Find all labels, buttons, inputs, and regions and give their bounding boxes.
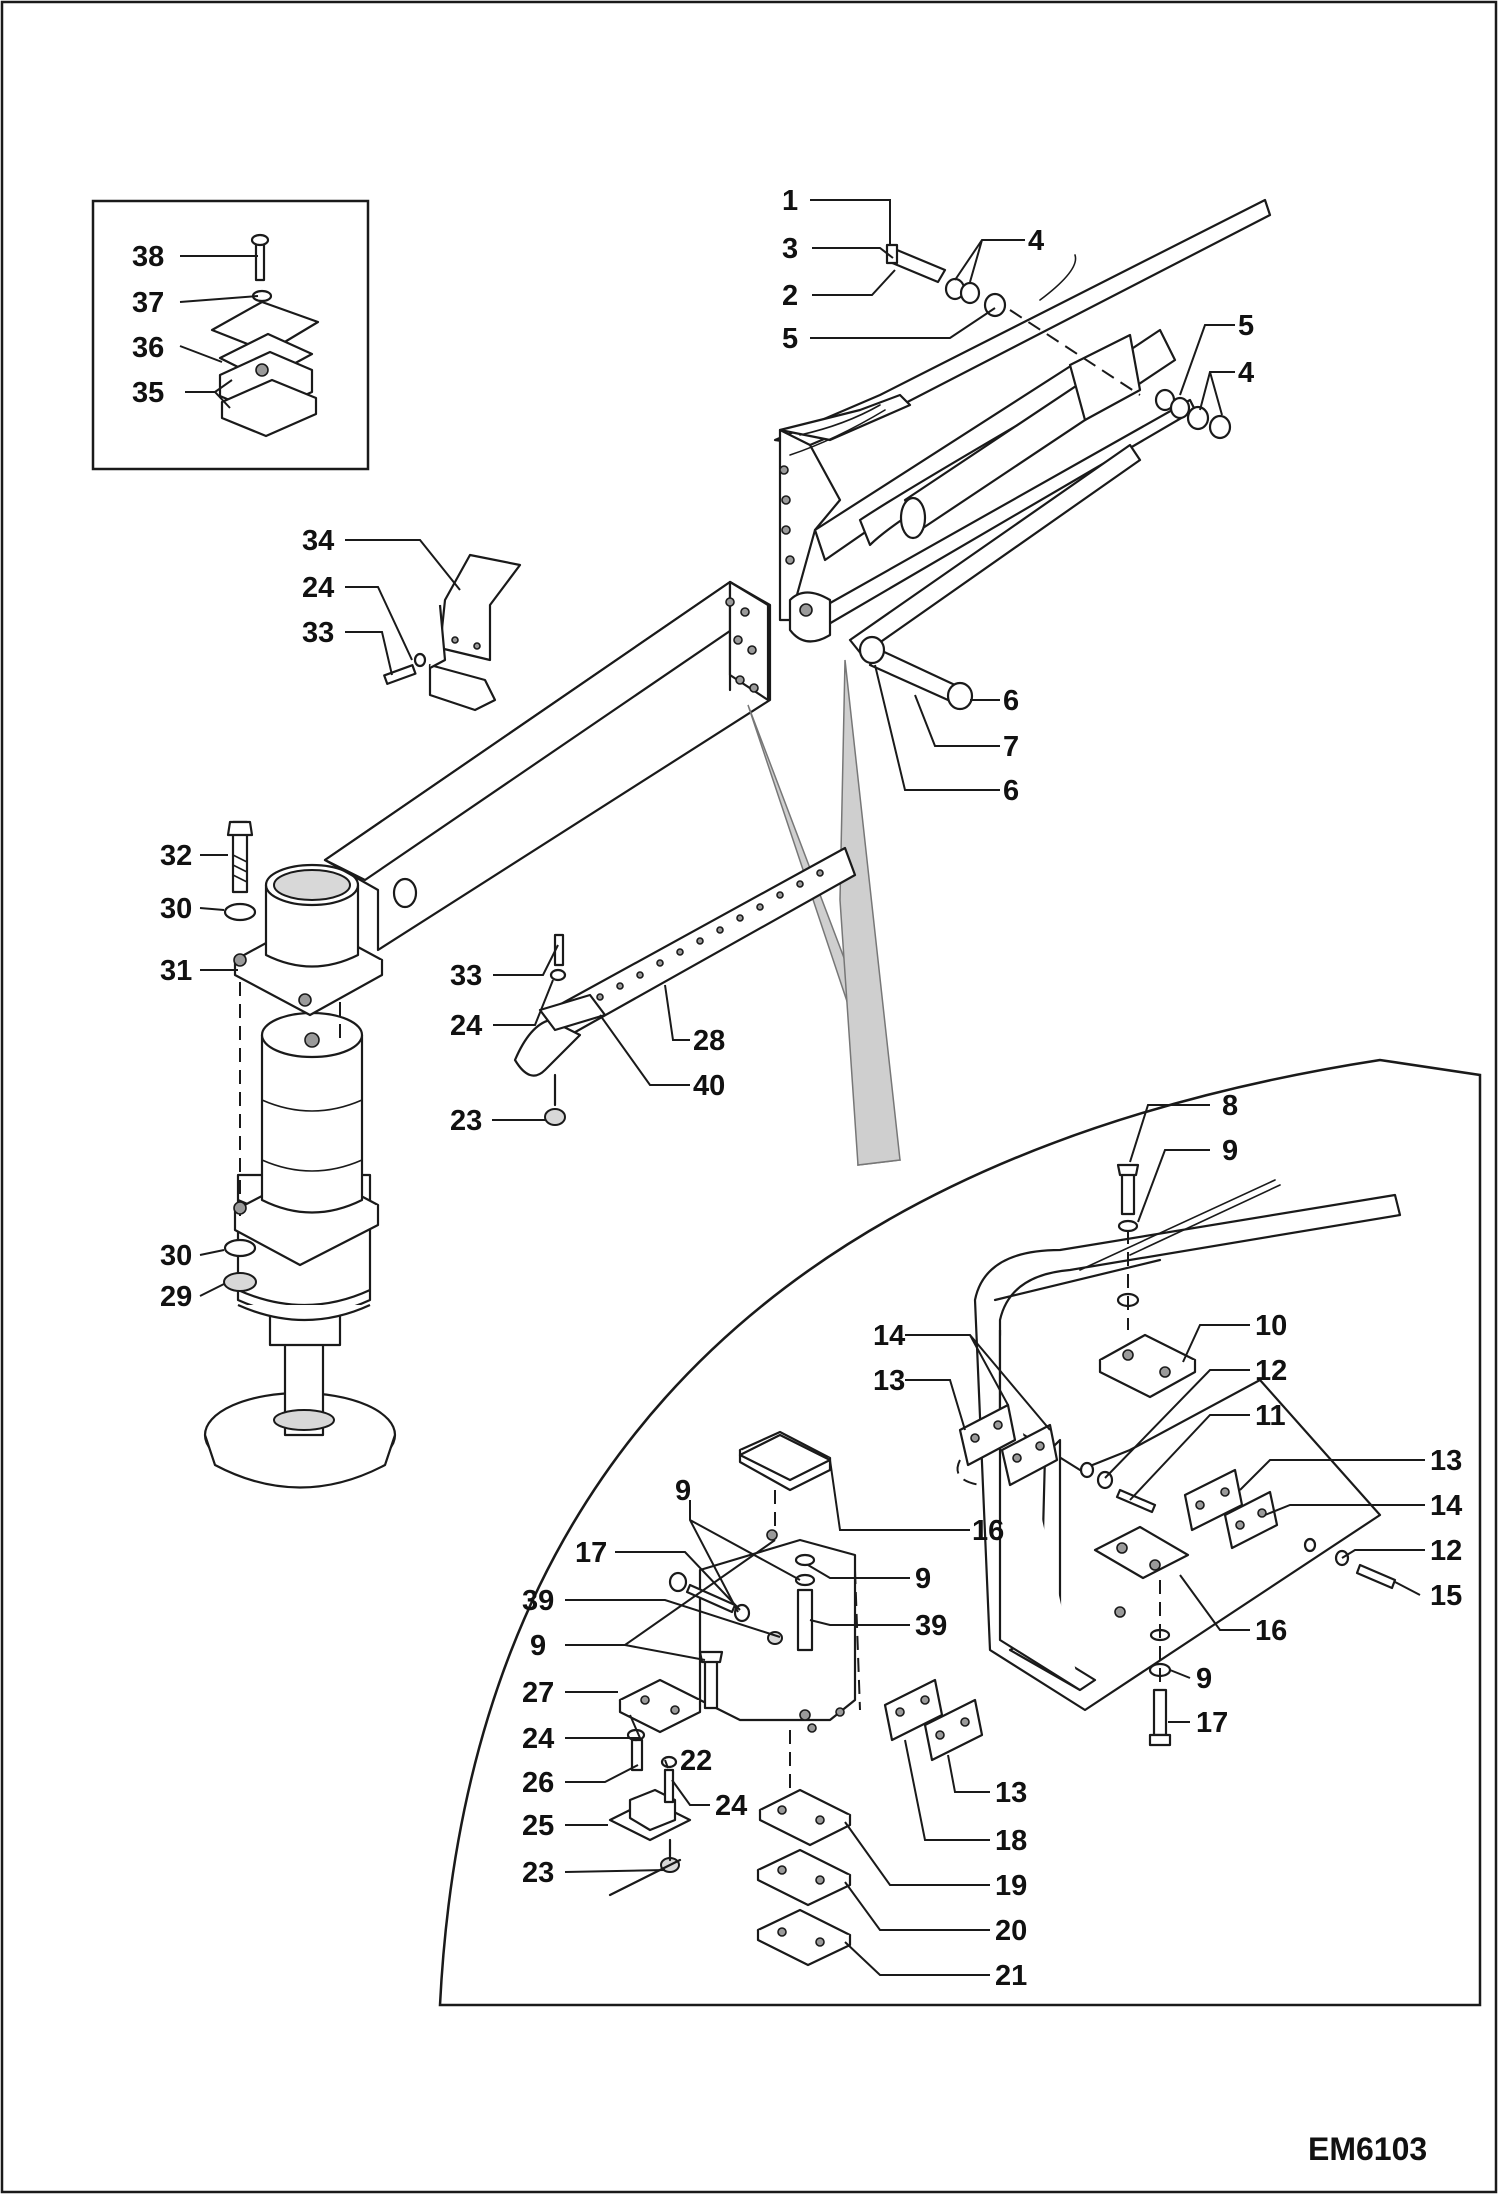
callout-13-lower: 13 — [995, 1777, 1027, 1809]
callout-10: 10 — [1255, 1310, 1287, 1342]
callout-32: 32 — [160, 840, 192, 872]
callout-16-right: 16 — [1255, 1615, 1287, 1647]
callout-17-right: 17 — [1196, 1707, 1228, 1739]
callout-25: 25 — [522, 1810, 554, 1842]
callout-23-chain: 23 — [450, 1105, 482, 1137]
callout-9-left: 9 — [530, 1630, 546, 1662]
callout-7: 7 — [1003, 731, 1019, 763]
callout-labels: 38 37 36 35 1 3 2 5 4 5 4 34 24 33 6 7 6… — [132, 185, 1462, 1992]
callout-4-right: 4 — [1238, 357, 1254, 389]
callout-39-left: 39 — [522, 1585, 554, 1617]
callout-12-upper: 12 — [1255, 1355, 1287, 1387]
callout-24-bracket: 24 — [302, 572, 334, 604]
callout-40: 40 — [693, 1070, 725, 1102]
callout-12-lower: 12 — [1430, 1535, 1462, 1567]
callout-31: 31 — [160, 955, 192, 987]
upper-pins — [858, 243, 1232, 711]
callout-13-right: 13 — [1430, 1445, 1462, 1477]
callout-5-upper: 5 — [782, 323, 798, 355]
callout-22: 22 — [680, 1745, 712, 1777]
callout-26: 26 — [522, 1767, 554, 1799]
callout-37: 37 — [132, 287, 164, 319]
callout-30-upper: 30 — [160, 893, 192, 925]
callout-23-detail: 23 — [522, 1857, 554, 1889]
callout-24-block: 24 — [715, 1790, 747, 1822]
detail-mount-assembly — [608, 1163, 1402, 1967]
callout-2: 2 — [782, 280, 798, 312]
callout-15: 15 — [1430, 1580, 1462, 1612]
callout-28: 28 — [693, 1025, 725, 1057]
callout-5-right: 5 — [1238, 310, 1254, 342]
callout-1: 1 — [782, 185, 798, 217]
chain-bracket — [383, 553, 522, 712]
callout-24-detail: 24 — [522, 1723, 554, 1755]
lift-cylinder-assembly — [773, 198, 1272, 657]
callout-3: 3 — [782, 233, 798, 265]
callout-14-right: 14 — [1430, 1490, 1462, 1522]
callout-9-top: 9 — [1222, 1135, 1238, 1167]
callout-39-right: 39 — [915, 1610, 947, 1642]
slew-column-assembly — [203, 863, 397, 1489]
callout-9-left-top: 9 — [675, 1475, 691, 1507]
callout-35: 35 — [132, 377, 164, 409]
callout-34: 34 — [302, 525, 334, 557]
callout-13-left: 13 — [873, 1365, 905, 1397]
callout-27: 27 — [522, 1677, 554, 1709]
callout-19: 19 — [995, 1870, 1027, 1902]
callout-11: 11 — [1255, 1400, 1286, 1432]
callout-6-upper: 6 — [1003, 685, 1019, 717]
callout-33-chain: 33 — [450, 960, 482, 992]
callout-20: 20 — [995, 1915, 1027, 1947]
callout-9-right: 9 — [1196, 1663, 1212, 1695]
callout-4-upper: 4 — [1028, 225, 1044, 257]
callout-8: 8 — [1222, 1090, 1238, 1122]
column-bolts — [223, 820, 257, 1292]
callout-9-mid: 9 — [915, 1563, 931, 1595]
detail-view-frame — [438, 1058, 1482, 2007]
inset-clamp-detail — [91, 199, 370, 471]
callout-33-bracket: 33 — [302, 617, 334, 649]
callout-18: 18 — [995, 1825, 1027, 1857]
callout-6-lower: 6 — [1003, 775, 1019, 807]
callout-29: 29 — [160, 1281, 192, 1313]
callout-14-left: 14 — [873, 1320, 905, 1352]
callout-38: 38 — [132, 241, 164, 273]
callout-24-chain: 24 — [450, 1010, 482, 1042]
jib-boom — [323, 580, 772, 952]
callout-21: 21 — [995, 1960, 1027, 1992]
callout-17-left: 17 — [575, 1537, 607, 1569]
energy-chain — [513, 846, 857, 1126]
callout-16-left: 16 — [972, 1515, 1004, 1547]
diagram-code: EM6103 — [1308, 2131, 1427, 2167]
detail-callout-rays — [747, 659, 902, 1166]
leader-lines — [179, 199, 1425, 1976]
callout-30-lower: 30 — [160, 1240, 192, 1272]
callout-36: 36 — [132, 332, 164, 364]
